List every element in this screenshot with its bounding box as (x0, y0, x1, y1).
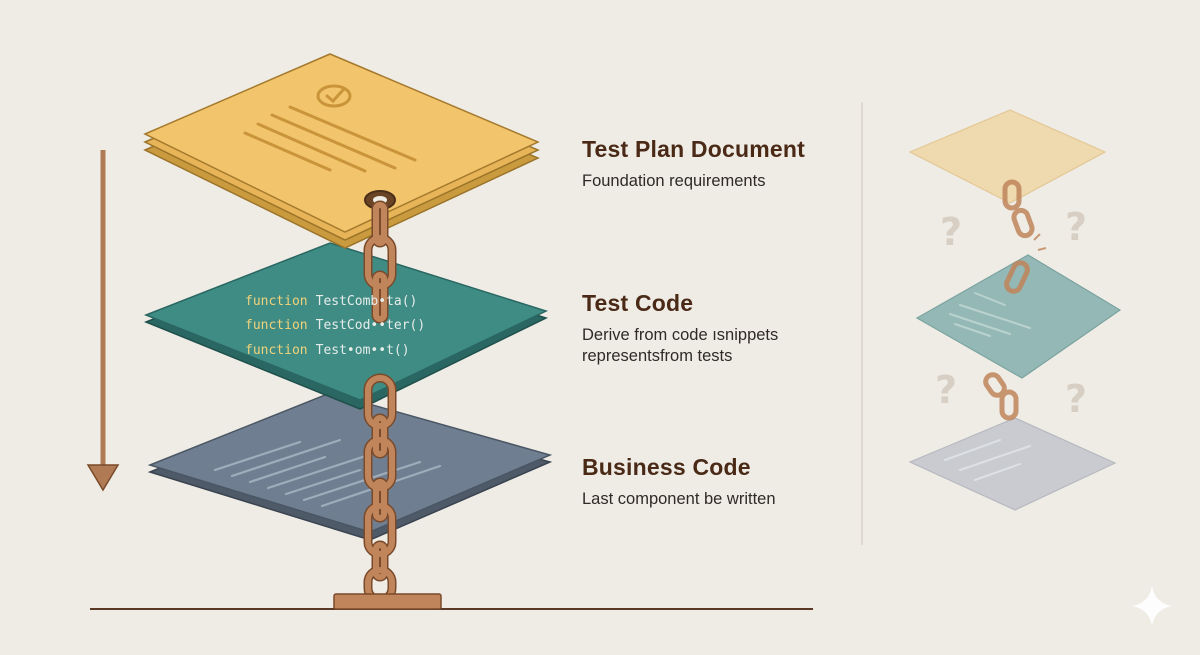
break-marks (1033, 233, 1047, 251)
question-mark-icon: ? (1065, 205, 1087, 249)
label-business-code: Business Code Last component be written (582, 454, 776, 510)
broken-chain-variant: ? ? ? ? (908, 109, 1122, 511)
chain (333, 190, 442, 610)
down-arrow-icon (86, 150, 120, 492)
layer-description: representsfrom tests (582, 347, 733, 365)
question-mark-icon: ? (935, 368, 957, 412)
layer-title: Test Code (582, 290, 694, 316)
question-mark-icon: ? (1065, 377, 1087, 421)
layer-title: Business Code (582, 454, 751, 480)
sparkle-icon (1132, 586, 1172, 626)
question-mark-icon: ? (940, 210, 962, 254)
chain-anchor (333, 593, 442, 610)
label-test-code: Test Code Derive from code ısnippets rep… (582, 290, 778, 367)
business-code-layer (147, 392, 553, 541)
clock-check-icon (316, 84, 352, 108)
layer-description: Derive from code ısnippets (582, 326, 779, 344)
test-code-layer (143, 242, 549, 410)
test-plan-layer (143, 53, 540, 249)
label-test-plan: Test Plan Document Foundation requiremen… (582, 136, 805, 192)
layer-description: Foundation requirements (582, 172, 766, 190)
layer-title: Test Plan Document (582, 136, 805, 162)
layer-description: Last component be written (582, 490, 776, 508)
